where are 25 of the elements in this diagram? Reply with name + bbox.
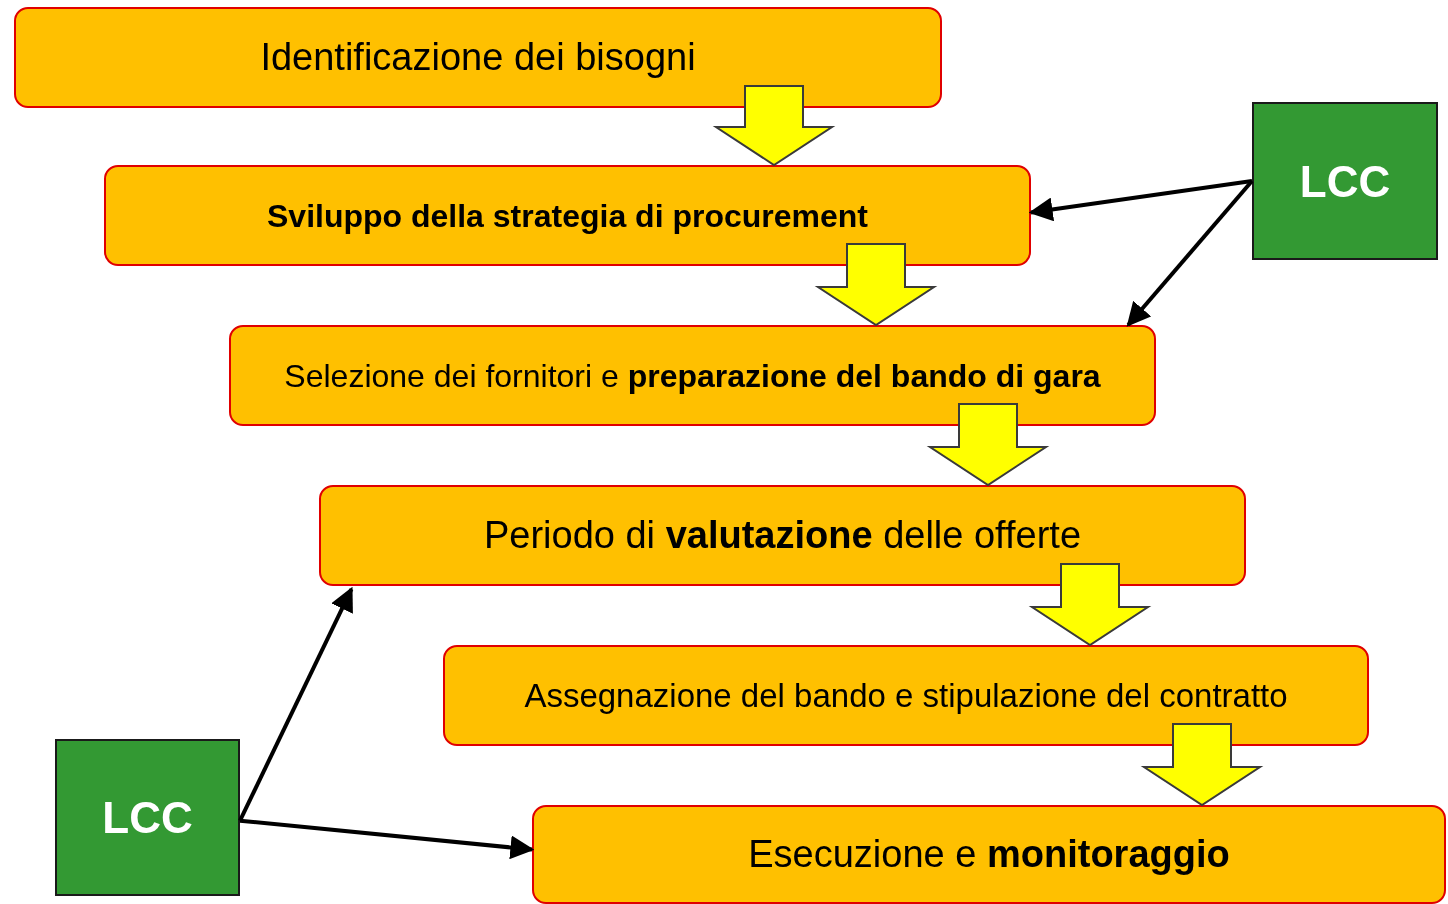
step-text: Assegnazione del bando e stipulazione del contratto: [524, 675, 1288, 716]
step-text: Esecuzione e monitoraggio: [748, 831, 1230, 877]
arrow: [238, 586, 354, 822]
block-arrow: [1028, 563, 1152, 647]
arrow: [239, 818, 535, 860]
label-box: [1252, 102, 1438, 260]
block-arrow: [712, 85, 836, 167]
process-box: [104, 165, 1031, 266]
label-box: [55, 739, 240, 896]
process-box: [319, 485, 1246, 586]
step-text: Selezione dei fornitori e preparazione del bando di gara: [284, 356, 1101, 396]
process-box: [229, 325, 1156, 426]
step-text: Sviluppo della strategia di procurement: [267, 196, 868, 236]
block-arrow: [814, 243, 938, 327]
arrow: [1028, 179, 1253, 222]
block-arrow: [1140, 723, 1264, 807]
block-arrow: [926, 403, 1050, 487]
process-box: [532, 805, 1446, 904]
process-box: [14, 7, 942, 108]
step-text: Periodo di valutazione delle offerte: [483, 512, 1082, 558]
arrow: [1126, 179, 1254, 327]
step-text: Identificazione dei bisogni: [260, 34, 696, 80]
step-text: LCC: [1299, 155, 1391, 208]
step-text: LCC: [102, 792, 193, 844]
process-box: [443, 645, 1369, 746]
